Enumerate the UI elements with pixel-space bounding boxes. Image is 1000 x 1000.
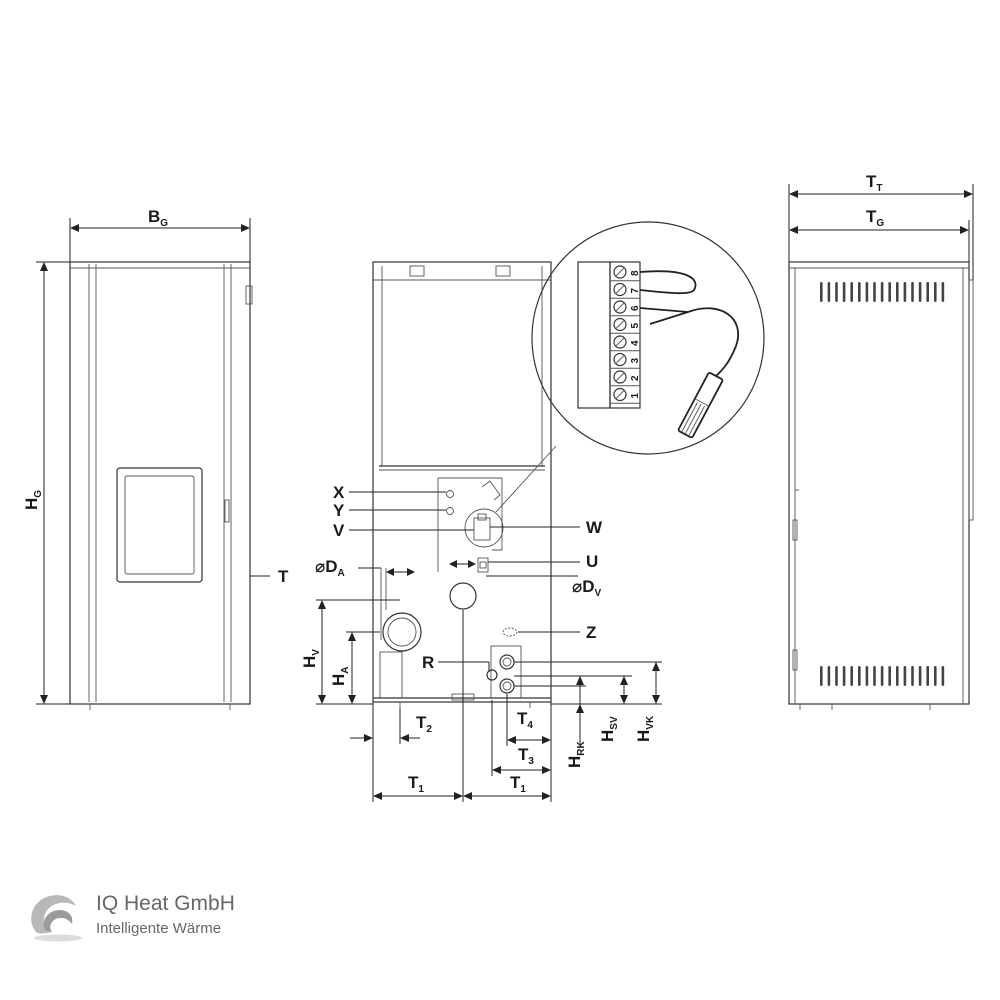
company-tagline: Intelligente Wärme xyxy=(96,920,222,937)
label-da: ⌀DA xyxy=(315,557,345,579)
vent-slot xyxy=(888,282,891,302)
vent-slot xyxy=(820,282,823,302)
label-u: U xyxy=(586,552,598,571)
label-z: Z xyxy=(586,623,596,642)
dim-t3-label: T3 xyxy=(518,745,534,767)
vent-slot xyxy=(850,666,853,686)
vent-slot xyxy=(918,666,922,686)
terminal-screw xyxy=(613,282,627,297)
terminal-number: 1 xyxy=(630,393,641,399)
terminal-number: 2 xyxy=(630,375,641,381)
dim-t1-right-label: T1 xyxy=(510,773,526,795)
air-inlet xyxy=(449,582,477,610)
vent-slot xyxy=(903,666,907,686)
terminal-number: 5 xyxy=(630,323,641,329)
terminal-screw xyxy=(613,370,627,384)
vent-slot xyxy=(926,282,929,302)
dim-t2-label: T2 xyxy=(416,713,432,735)
terminal-number: 8 xyxy=(630,270,641,276)
company-name: IQ Heat GmbH xyxy=(96,892,235,915)
terminal-screw xyxy=(613,300,627,314)
vent-slot xyxy=(918,282,922,302)
label-dv: ⌀DV xyxy=(572,577,602,599)
dim-hvk-label: HVK xyxy=(634,715,656,742)
terminal-detail-view: 8 7 6 5 4 3 2 1 xyxy=(531,221,765,455)
dim-hrk-label: HRK xyxy=(565,740,587,768)
dim-t1-left-label: T1 xyxy=(408,773,424,795)
vent-slot xyxy=(842,282,846,302)
terminal-number: 3 xyxy=(630,358,641,364)
dim-hg-label: HG xyxy=(22,490,44,510)
dim-hv-label: HV xyxy=(300,649,322,668)
vent-slot xyxy=(888,666,891,686)
vent-slot xyxy=(865,282,869,302)
terminal-screw xyxy=(613,352,627,367)
dim-tg-label: TG xyxy=(866,207,884,229)
side-view: TT TG xyxy=(788,172,974,710)
vent-slot xyxy=(873,282,876,302)
label-r: R xyxy=(422,653,434,672)
vent-slot xyxy=(850,282,853,302)
dim-t-label: T xyxy=(278,567,289,586)
terminal-screw xyxy=(613,317,627,332)
swirl-logo-icon xyxy=(31,895,82,942)
vent-slot xyxy=(880,282,884,302)
label-y: Y xyxy=(333,501,345,520)
vent-slot xyxy=(896,282,899,302)
label-w: W xyxy=(586,518,603,537)
dim-bg-label: BG xyxy=(148,207,168,229)
label-x: X xyxy=(333,483,345,502)
front-view: BG HG T xyxy=(22,207,289,710)
vent-slot xyxy=(827,666,831,686)
terminal-number: 6 xyxy=(630,305,641,311)
company-logo: IQ Heat GmbH Intelligente Wärme xyxy=(22,888,322,948)
flue-outlet xyxy=(382,612,422,652)
terminal-number: 4 xyxy=(630,340,641,346)
vent-slot xyxy=(903,282,907,302)
back-view: X Y V ⌀DA R W U ⌀DV Z HV xyxy=(300,261,662,802)
vent-slot xyxy=(858,666,861,686)
dim-ha-label: HA xyxy=(329,666,351,686)
vent-slot xyxy=(911,282,914,302)
vent-slot xyxy=(842,666,846,686)
vent-slot xyxy=(934,282,937,302)
terminal-number: 7 xyxy=(630,288,641,294)
vent-slot xyxy=(880,666,884,686)
vent-slot xyxy=(820,666,823,686)
vent-slot xyxy=(941,282,945,302)
vent-slot xyxy=(873,666,876,686)
dim-hsv-label: HSV xyxy=(598,716,620,742)
terminal-screw xyxy=(613,335,627,349)
vent-slot xyxy=(827,282,831,302)
dim-tt-label: TT xyxy=(866,172,883,194)
terminal-screw xyxy=(613,265,627,279)
vent-slot xyxy=(911,666,914,686)
vent-slot xyxy=(926,666,929,686)
dim-t4-label: T4 xyxy=(517,709,533,731)
vent-slot xyxy=(835,666,838,686)
vent-slot xyxy=(941,666,945,686)
vent-slot xyxy=(934,666,937,686)
vent-slot xyxy=(865,666,869,686)
vent-slot xyxy=(858,282,861,302)
vent-slot xyxy=(896,666,899,686)
vent-slot xyxy=(835,282,838,302)
terminal-screw xyxy=(613,387,627,402)
front-door-window xyxy=(116,467,203,583)
label-v: V xyxy=(333,521,345,540)
